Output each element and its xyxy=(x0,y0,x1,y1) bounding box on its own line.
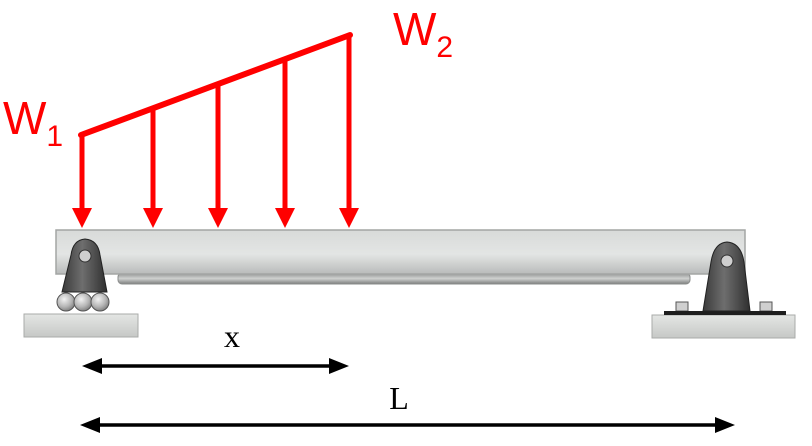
label-w2-subscript: 2 xyxy=(436,31,453,64)
label-w2-letter: W xyxy=(393,3,437,55)
dimension-x xyxy=(82,358,349,374)
load-envelope-line xyxy=(78,32,353,138)
load-arrow xyxy=(275,60,295,228)
dimension-l xyxy=(80,417,735,433)
label-w2: W2 xyxy=(393,3,453,64)
label-l: L xyxy=(389,380,409,416)
label-x: x xyxy=(224,318,240,354)
label-w1: W1 xyxy=(3,92,63,153)
roller-left-2 xyxy=(73,292,93,312)
distributed-load xyxy=(72,32,359,228)
label-w1-subscript: 1 xyxy=(46,120,63,153)
load-arrow xyxy=(143,110,163,228)
ground-pad-right xyxy=(651,314,796,339)
pin-support-right xyxy=(664,241,786,315)
ground-pad-left xyxy=(23,313,139,338)
beam xyxy=(55,229,746,275)
load-arrow xyxy=(72,133,92,228)
load-arrow xyxy=(339,36,359,228)
load-arrow xyxy=(208,86,228,228)
roller-support-left xyxy=(56,238,110,312)
roller-left-1 xyxy=(56,292,76,312)
label-w1-letter: W xyxy=(3,92,47,144)
roller-left-3 xyxy=(90,292,110,312)
